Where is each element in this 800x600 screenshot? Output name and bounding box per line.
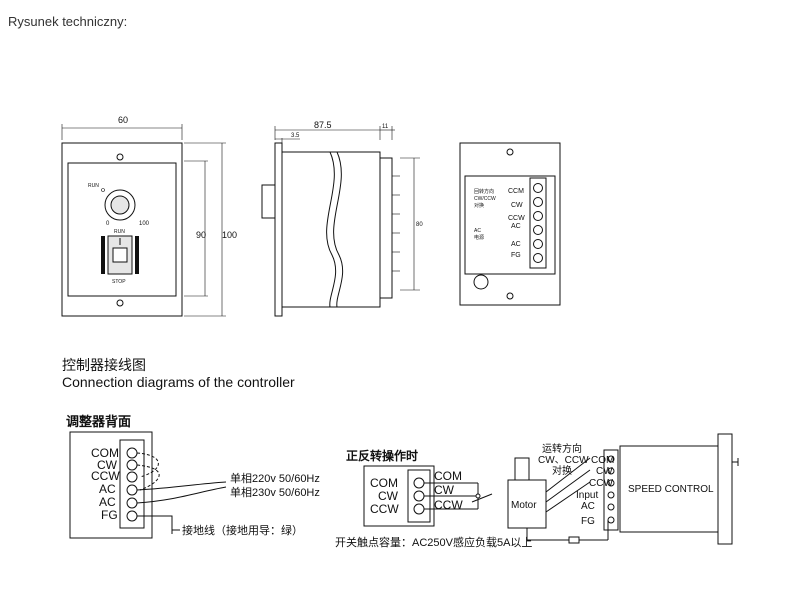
knob-min-label: 0 [106, 221, 110, 227]
dim-3-5: 3.5 [291, 133, 300, 139]
right-terminal-ac: AC [581, 501, 595, 512]
back-terminal-ccm: CCM [508, 188, 524, 195]
power-line-230: 单相230v 50/60Hz [230, 486, 320, 499]
diagram-middle: 正反转操作时 COM CW CCW COM CW CCW 开关触点容量：AC25… [335, 448, 532, 549]
middle-left-com: COM [370, 476, 398, 490]
back-note-direction-2: CW/CCW [474, 196, 496, 202]
knob-max-label: 100 [139, 221, 150, 227]
back-terminal-ccw: CCW [508, 215, 525, 222]
heading-cn: 控制器接线图 [62, 357, 146, 373]
figure-caption: Rysunek techniczny: [8, 14, 128, 29]
back-terminal-ac-2: AC [511, 241, 521, 248]
diagram-right: Motor 运转方向 CW、CCW 对换 SPEED CONTROL COM C… [507, 433, 739, 545]
direction-note-2: CW、CCW [538, 455, 589, 466]
diagram-middle-title: 正反转操作时 [346, 448, 418, 463]
switch-run-label: RUN [114, 229, 125, 235]
left-terminal-com: COM [91, 446, 119, 460]
middle-right-com: COM [434, 469, 462, 483]
run-small-label: RUN [88, 183, 99, 189]
back-terminal-cw: CW [511, 202, 523, 209]
middle-right-cw: CW [434, 483, 455, 497]
back-view: 回转方向 CW/CCW 对换 AC 电源 CCM CW CCW AC AC FG [459, 142, 561, 306]
left-terminal-ccw: CCW [91, 469, 120, 483]
direction-note-3: 对换 [552, 464, 572, 477]
back-note-power-2: 电源 [474, 234, 484, 241]
right-terminal-com: COM [591, 455, 614, 466]
diagram-left-title: 调整器背面 [66, 414, 131, 429]
dim-height-100: 100 [222, 230, 237, 240]
dim-height-80: 80 [416, 222, 423, 228]
back-terminal-fg: FG [511, 252, 521, 259]
right-terminal-fg: FG [581, 516, 595, 527]
direction-note-1: 运转方向 [542, 442, 582, 455]
middle-right-ccw: CCW [434, 498, 463, 512]
right-terminal-ccw: CCW [589, 478, 613, 489]
dim-11: 11 [382, 124, 389, 130]
right-terminal-input: Input [576, 490, 598, 501]
back-terminal-ac-1: AC [511, 223, 521, 230]
diagram-left: 调整器背面 COM CW CCW AC AC FG 单相220v 50/60Hz… [66, 414, 320, 539]
right-terminal-cw: CW [596, 466, 613, 477]
left-terminal-ac-1: AC [99, 482, 116, 496]
heading-en: Connection diagrams of the controller [62, 374, 295, 390]
speed-control-label: SPEED CONTROL [628, 484, 714, 495]
dim-width-60: 60 [118, 115, 128, 125]
motor-label: Motor [511, 500, 537, 511]
side-view: 87.5 3.5 11 80 [261, 120, 423, 317]
back-note-direction-3: 对换 [474, 202, 484, 209]
switch-stop-label: STOP [112, 279, 126, 285]
dim-length-87-5: 87.5 [314, 120, 332, 130]
left-terminal-ac-2: AC [99, 495, 116, 509]
front-view: 60 RUN 0 100 RUN STOP 90 100 [61, 115, 237, 317]
power-line-220: 单相220v 50/60Hz [230, 472, 320, 485]
left-terminal-cw: CW [97, 458, 118, 472]
contact-note: 开关触点容量：AC250V感应负载5A以上 [335, 535, 532, 549]
back-note-direction-1: 回转方向 [474, 188, 494, 195]
dim-height-90: 90 [196, 230, 206, 240]
back-note-power-1: AC [474, 228, 481, 234]
middle-left-ccw: CCW [370, 502, 399, 516]
middle-left-cw: CW [378, 489, 399, 503]
left-terminal-fg: FG [101, 508, 118, 522]
ground-note: 接地线（接地用导：绿） [182, 523, 303, 537]
